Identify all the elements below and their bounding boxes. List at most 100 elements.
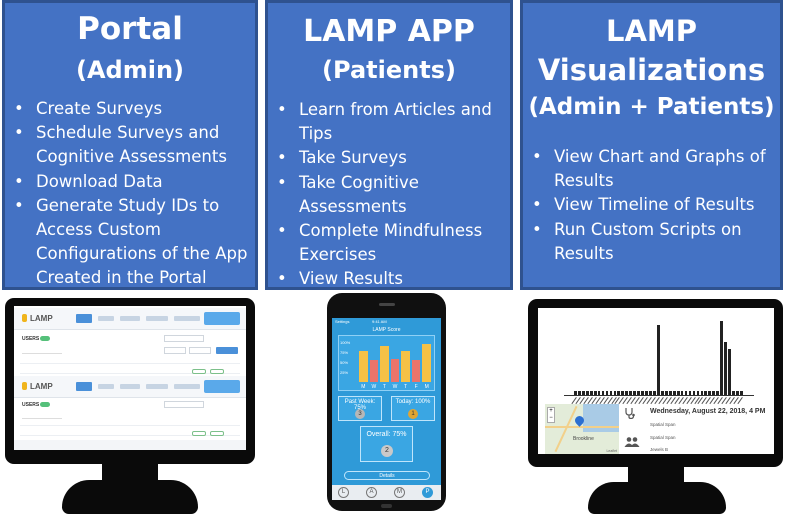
home-button[interactable] — [381, 504, 392, 508]
nav-learn-icon[interactable]: L — [338, 487, 349, 498]
viz-bar — [589, 391, 593, 395]
viz-bar — [680, 391, 684, 395]
viz-bar — [653, 391, 656, 395]
viz-bar — [601, 391, 605, 395]
overall-card: Overall: 75% 2 — [360, 426, 413, 462]
portal-logo: LAMP — [22, 382, 53, 391]
viz-bar — [716, 391, 720, 395]
viz-bar — [684, 390, 688, 395]
day-label: M — [361, 384, 366, 390]
day-label: W — [371, 384, 377, 390]
stethoscope-icon — [624, 406, 636, 420]
lamp-visualizations-panel: LAMP Visualizations (Admin + Patients) V… — [520, 0, 783, 290]
viz-bar — [609, 390, 613, 395]
viz-bar — [664, 391, 668, 395]
score-bar — [422, 344, 431, 382]
viz-bar — [708, 390, 712, 395]
viz-bar — [704, 391, 708, 395]
viz-bar — [637, 391, 640, 395]
score-bar — [369, 359, 379, 382]
viz-bar — [585, 390, 589, 395]
portal-header: LAMP — [14, 308, 246, 330]
day-label: F — [414, 384, 418, 390]
viz-bar — [581, 391, 585, 395]
viz-bar — [657, 324, 660, 395]
nav-assess-icon[interactable]: A — [366, 487, 377, 498]
viz-bar — [668, 391, 672, 395]
timeline-entry: Spatial Span — [650, 435, 676, 440]
y-tick-label: 100% — [340, 340, 351, 345]
list-item: Generate Study IDs to Access Custom Conf… — [5, 194, 255, 291]
viz-bar — [724, 341, 727, 395]
viz-bar — [633, 390, 637, 395]
viz-bar — [688, 391, 692, 395]
timeline-entry: Jewels B — [650, 447, 669, 452]
portal-screenshot: LAMP USERS LAMP USERS — [14, 306, 246, 450]
viz-bar — [613, 391, 617, 395]
y-tick-label: 75% — [340, 350, 349, 355]
panel-subtitle: (Admin + Patients) — [528, 94, 775, 120]
viz-bar — [672, 390, 676, 395]
lamp-app-panel: LAMP APP (Patients) Learn from Articles … — [265, 0, 513, 292]
viz-bar — [728, 349, 731, 395]
viz-bar — [617, 391, 621, 395]
users-heading: USERS — [22, 402, 40, 408]
past-week-badge: 3 — [355, 409, 365, 419]
viz-bar — [720, 321, 724, 395]
panel-subtitle: (Patients) — [322, 56, 456, 84]
viz-bar — [629, 391, 633, 395]
viz-bar — [577, 391, 581, 395]
viz-bar — [574, 390, 577, 395]
day-label: W — [392, 384, 398, 390]
viz-bar — [593, 391, 597, 395]
details-button[interactable]: Details — [344, 471, 430, 480]
viz-bar — [641, 391, 644, 395]
overall-label: Overall: 75% — [366, 431, 407, 438]
viz-bar — [625, 391, 629, 395]
viz-bar — [660, 390, 664, 395]
panel-title: LAMP — [605, 14, 698, 48]
today-card: Today: 100% 1 — [391, 396, 435, 421]
viz-bar — [700, 391, 704, 395]
overall-badge: 2 — [381, 445, 393, 457]
map-widget[interactable]: +− Brookline Leaflet — [545, 404, 619, 454]
portal-header-2: LAMP — [14, 376, 246, 398]
viz-bar — [676, 391, 680, 395]
status-time: 9:41 AM — [372, 319, 387, 324]
monitor-stand — [628, 465, 684, 487]
portal-logo: LAMP — [22, 314, 53, 323]
list-item: Learn from Articles and Tips — [268, 98, 510, 146]
timeline-date: Wednesday, August 22, 2018, 4 PM — [650, 408, 766, 415]
viz-bar — [621, 390, 625, 395]
past-week-card: Past Week: 75% 3 — [338, 396, 382, 421]
day-label: M — [424, 384, 429, 390]
score-bar — [411, 359, 421, 382]
monitor-base — [62, 480, 198, 514]
viz-bar — [605, 391, 609, 395]
list-item: Schedule Surveys and Cognitive Assessmen… — [5, 121, 255, 169]
zoom-control[interactable]: +− — [547, 407, 555, 423]
list-item: View Chart and Graphs of Results — [523, 145, 780, 193]
list-item: Complete Mindfulness Exercises — [268, 219, 510, 267]
viz-bar-chart — [564, 314, 754, 396]
list-item: Take Cognitive Assessments — [268, 171, 510, 219]
today-label: Today: 100% — [395, 399, 431, 405]
viz-bar — [645, 390, 648, 395]
day-label: T — [382, 384, 386, 390]
viz-bar — [597, 390, 601, 395]
list-item: Download Data — [5, 170, 255, 194]
nav-prevent-icon[interactable]: P — [422, 487, 433, 498]
viz-bar — [696, 390, 700, 395]
bottom-nav: L A M P — [332, 485, 441, 500]
panel-title-line-2: Visualizations — [537, 53, 766, 87]
viz-bar — [736, 390, 739, 395]
nav-manage-icon[interactable]: M — [394, 487, 405, 498]
list-item: Run Custom Scripts on Results — [523, 218, 780, 266]
bullet-list: Learn from Articles and Tips Take Survey… — [268, 98, 510, 292]
chart-title: LAMP Score — [372, 327, 401, 333]
score-bar — [390, 358, 400, 382]
viz-bar — [692, 391, 696, 395]
day-label: T — [404, 384, 408, 390]
viz-bar — [649, 391, 652, 395]
